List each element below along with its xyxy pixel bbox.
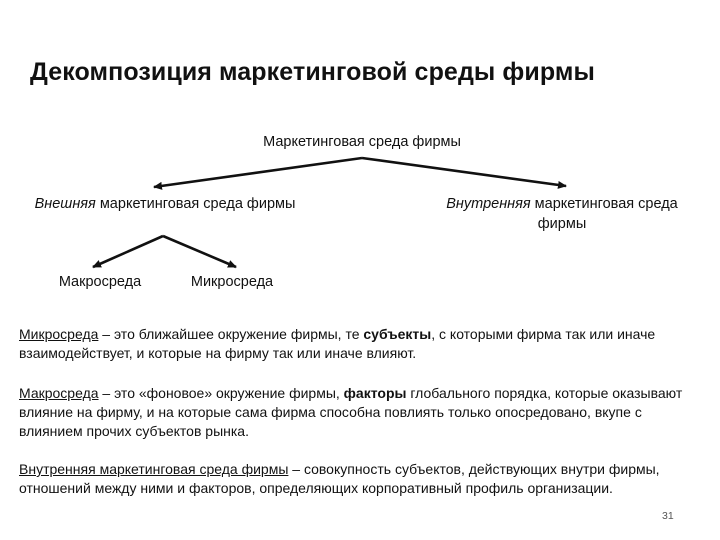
node-macro-environment: Макросреда — [58, 274, 142, 290]
definition-micro-text2: , с которыми фирма так или иначе взаимод… — [19, 326, 656, 361]
node-external-environment: Внешняя маркетинговая среда фирмы — [26, 194, 304, 214]
definition-micro-text1: – это ближайшее окружение фирмы, те — [98, 326, 364, 342]
page-number: 31 — [662, 510, 674, 522]
arrow-root-to-external — [153, 156, 363, 190]
definition-internal-term: Внутренняя маркетинговая среда фирмы — [19, 461, 289, 477]
arrow-root-to-internal — [361, 156, 567, 189]
external-rest: маркетинговая среда фирмы — [95, 196, 296, 212]
node-internal-environment: Внутренняя маркетинговая среда фирмы — [424, 194, 700, 234]
definition-micro: Микросреда – это ближайшее окружение фир… — [19, 325, 699, 363]
definition-micro-bold: субъекты — [363, 326, 432, 342]
external-term: Внешняя — [34, 196, 96, 212]
arrow-external-to-micro — [162, 234, 237, 269]
internal-term: Внутренняя — [446, 196, 531, 212]
node-micro-environment: Микросреда — [190, 274, 274, 290]
definition-internal-text1: – совокупность субъектов, действующих вн… — [19, 461, 660, 496]
definition-macro-text1: – это «фоновое» окружение фирмы, — [98, 385, 344, 401]
definition-macro: Макросреда – это «фоновое» окружение фир… — [19, 384, 699, 441]
definition-macro-term: Макросреда — [19, 385, 99, 401]
node-marketing-environment: Маркетинговая среда фирмы — [263, 134, 461, 150]
slide-title: Декомпозиция маркетинговой среды фирмы — [30, 58, 595, 86]
definition-macro-text2: глобального порядка, которые оказывают в… — [19, 385, 683, 439]
definition-internal: Внутренняя маркетинговая среда фирмы – с… — [19, 460, 679, 498]
arrow-external-to-macro — [92, 234, 164, 269]
definition-macro-bold: факторы — [343, 385, 407, 401]
definition-micro-term: Микросреда — [19, 326, 99, 342]
internal-rest: маркетинговая среда фирмы — [530, 196, 678, 232]
